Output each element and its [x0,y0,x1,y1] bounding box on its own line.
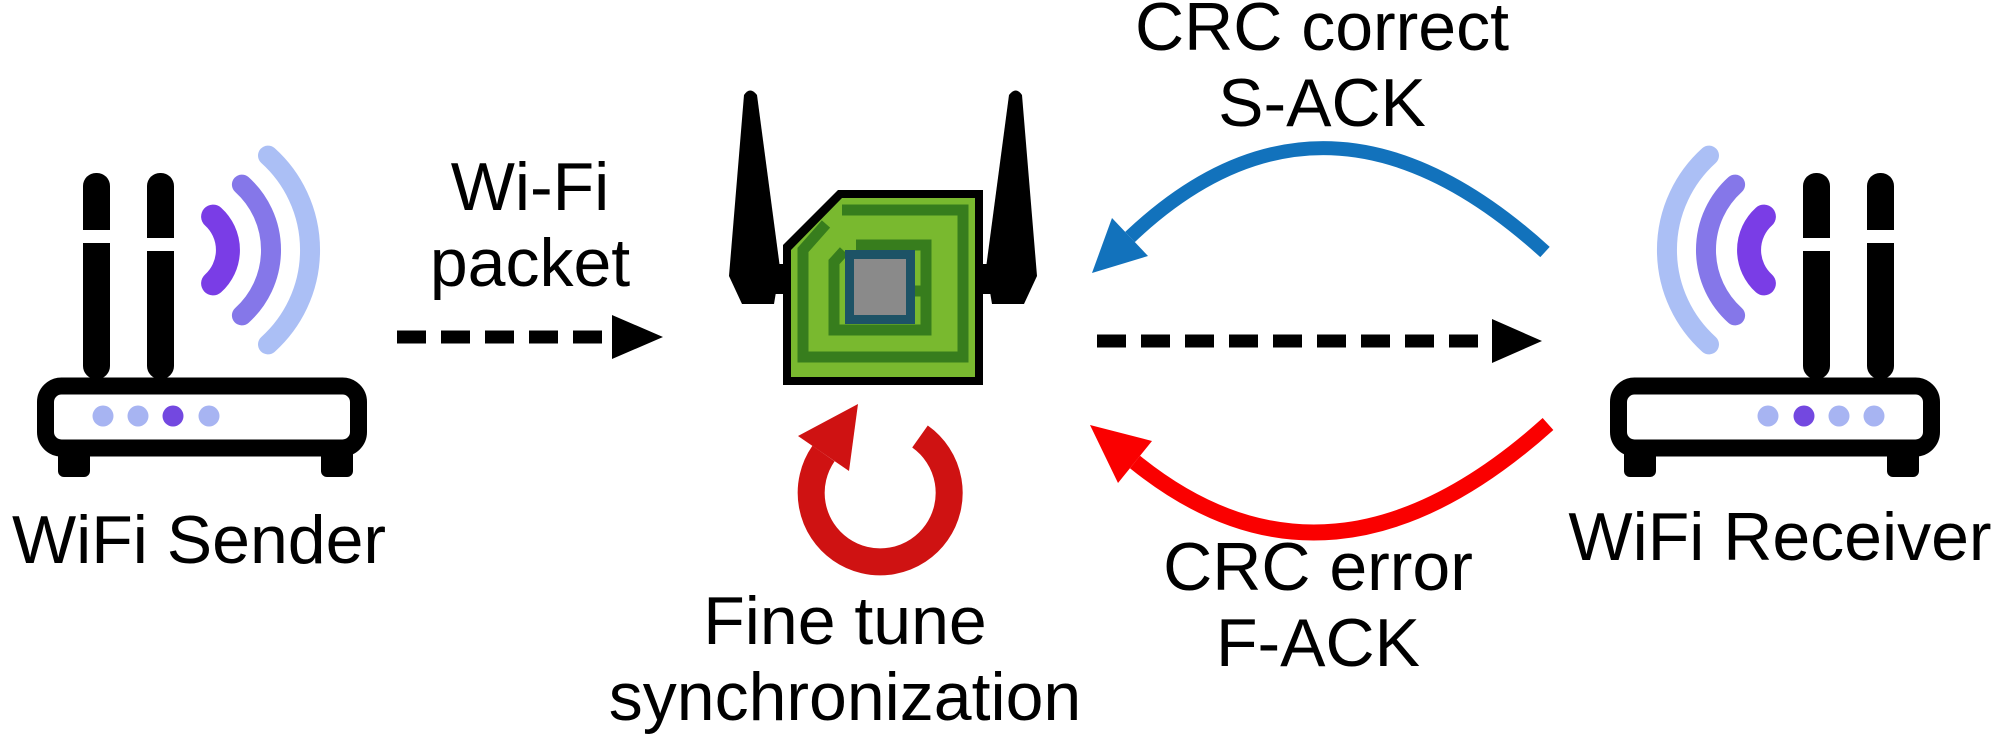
label-crc-error-line1: CRC error [1163,529,1473,605]
label-fine-tune-line2: synchronization [608,659,1082,735]
fine-tune-loop-arrow-icon [797,404,963,576]
label-crc-error: CRC error F-ACK [1163,529,1473,681]
label-wifi-packet-line1: Wi-Fi [450,149,610,225]
wifi-receiver-icon [1619,156,1932,477]
relay-dashed-arrow-icon [1097,319,1542,363]
label-wifi-packet-line2: packet [429,225,631,301]
label-crc-correct-line2: S-ACK [1218,65,1426,141]
label-wifi-receiver: WiFi Receiver [1568,499,1992,575]
label-fine-tune: Fine tune synchronization [609,583,1081,735]
label-wifi-sender: WiFi Sender [11,502,387,578]
wifi-packet-dashed-arrow-icon [397,315,663,359]
s-ack-curved-arrow-icon [1092,141,1550,273]
wifi-sender-icon [46,156,359,477]
f-ack-curved-arrow-icon [1090,418,1554,541]
backscatter-tag-icon [729,90,1037,385]
label-fine-tune-line1: Fine tune [703,583,987,659]
label-crc-correct-line1: CRC correct [1134,0,1510,65]
label-wifi-packet: Wi-Fi packet [430,149,630,301]
label-crc-correct: CRC correct S-ACK [1135,0,1509,141]
label-crc-error-line2: F-ACK [1215,605,1420,681]
